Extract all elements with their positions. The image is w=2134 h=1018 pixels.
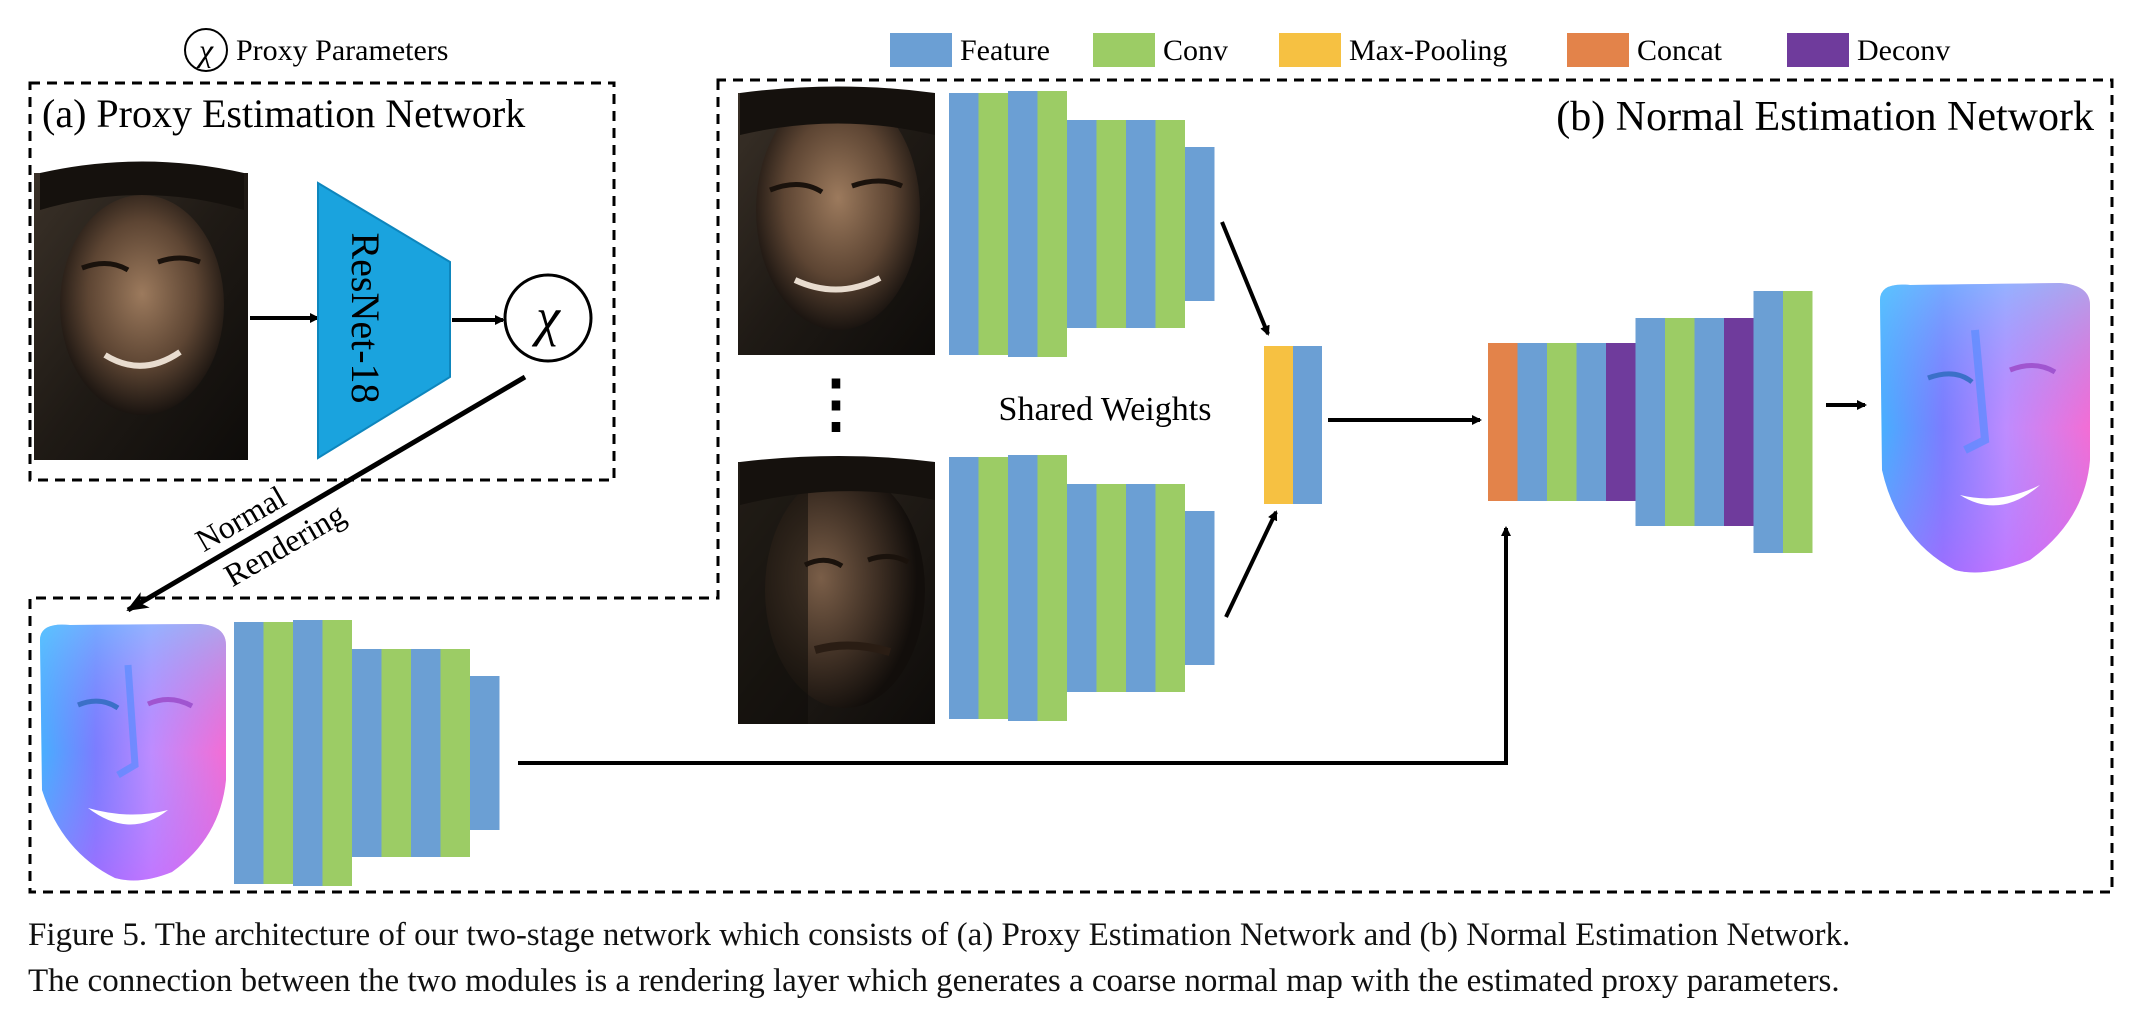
decoder-deconv-layer: [1724, 318, 1754, 526]
bottom-branch-conv-layer: [1096, 484, 1126, 692]
top-branch-feature-layer: [1185, 147, 1215, 301]
proxy-branch-conv-layer: [440, 649, 470, 857]
caption-line-2: The connection between the two modules i…: [28, 963, 1840, 999]
decoder-feature-layer: [1753, 291, 1783, 553]
decoder-conv-layer: [1783, 291, 1813, 553]
decoder-feature-layer: [1576, 343, 1606, 501]
bottom-branch-conv-layer: [1037, 455, 1067, 721]
input-face-photo-a: [34, 161, 248, 460]
bottom-branch-feature-layer: [1185, 511, 1215, 665]
input-face-photo-b-bottom: [738, 456, 935, 724]
decoder-feature-layer: [1635, 318, 1665, 526]
chi-symbol: χ: [531, 287, 561, 347]
legend-label-deconv: Deconv: [1857, 34, 1950, 67]
bottom-branch-feature-layer: [1008, 455, 1038, 721]
legend-items: Feature Conv Max-Pooling Concat Deconv: [890, 33, 1950, 67]
top-branch-conv-layer: [978, 93, 1008, 355]
legend-label-conv: Conv: [1163, 34, 1228, 67]
bottom-branch-feature-layer: [949, 457, 979, 719]
caption-line-1: Figure 5. The architecture of our two-st…: [28, 917, 1851, 953]
architecture-diagram: χ Proxy Parameters Feature Conv Max-Poolin…: [28, 28, 2114, 894]
panel-b-box: [28, 78, 2114, 894]
resnet-18-block: [317, 181, 451, 460]
top-branch-conv-layer: [1037, 91, 1067, 357]
pool-feature-layer: [1293, 346, 1322, 504]
legend: χ Proxy Parameters Feature Conv Max-Poolin…: [184, 28, 1950, 72]
legend-swatch-deconv: [1787, 33, 1849, 67]
arrow-proxy-normal-to-concat: [518, 526, 1511, 765]
bottom-branch-conv-layer: [1155, 484, 1185, 692]
pool-maxpool-layer: [1264, 346, 1293, 504]
proxy-normal-map: [40, 624, 226, 881]
legend-swatch-conv: [1093, 33, 1155, 67]
top-branch-conv-layer: [1096, 120, 1126, 328]
legend-label-feature: Feature: [960, 34, 1050, 67]
proxy-branch-conv-layer: [381, 649, 411, 857]
proxy-legend-label: Proxy Parameters: [236, 34, 448, 67]
legend-label-max-pooling: Max-Pooling: [1349, 34, 1507, 67]
ellipsis-dots: ⋮: [804, 368, 868, 439]
chi-node: [503, 273, 593, 363]
decoder-conv-layer: [1665, 318, 1695, 526]
bottom-branch-conv-layer: [978, 457, 1008, 719]
bottom-branch-feature-layer: [1067, 484, 1097, 692]
legend-label-concat: Concat: [1637, 34, 1723, 67]
top-branch-feature-layer: [1126, 120, 1156, 328]
input-face-photo-b-top: [738, 86, 935, 355]
decoder-feature-layer: [1694, 318, 1724, 526]
proxy-symbol: χ: [196, 32, 214, 68]
decoder-deconv-layer: [1606, 343, 1636, 501]
panel-a-box: [28, 81, 616, 482]
legend-swatch-feature: [890, 33, 952, 67]
arrow-top-branch-to-pool: [1220, 221, 1270, 336]
proxy-symbol-circle: [184, 28, 228, 72]
output-normal-map: [1880, 283, 2090, 573]
layer-stacks: [234, 91, 1813, 886]
bottom-branch-feature-layer: [1126, 484, 1156, 692]
proxy-branch-feature-layer: [234, 622, 264, 884]
arrow-normal-rendering: [126, 374, 527, 613]
decoder-feature-layer: [1517, 343, 1547, 501]
top-branch-feature-layer: [1008, 91, 1038, 357]
proxy-branch-feature-layer: [470, 676, 500, 830]
figure-caption: Figure 5. The architecture of our two-st…: [28, 912, 2118, 1004]
proxy-branch-feature-layer: [352, 649, 382, 857]
shared-weights-label: Shared Weights: [999, 391, 1212, 428]
panel-a-title: (a) Proxy Estimation Network: [42, 91, 525, 136]
proxy-branch-feature-layer: [293, 620, 323, 886]
top-branch-feature-layer: [1067, 120, 1097, 328]
proxy-branch-feature-layer: [411, 649, 441, 857]
decoder-concat-layer: [1488, 343, 1518, 501]
top-branch-conv-layer: [1155, 120, 1185, 328]
legend-swatch-max-pooling: [1279, 33, 1341, 67]
panel-b-title: (b) Normal Estimation Network: [1556, 94, 2094, 140]
proxy-branch-conv-layer: [263, 622, 293, 884]
top-branch-feature-layer: [949, 93, 979, 355]
arrow-bottom-branch-to-pool: [1224, 510, 1278, 618]
proxy-branch-conv-layer: [322, 620, 352, 886]
decoder-conv-layer: [1547, 343, 1577, 501]
legend-swatch-concat: [1567, 33, 1629, 67]
resnet-label: ResNet-18: [343, 232, 388, 403]
